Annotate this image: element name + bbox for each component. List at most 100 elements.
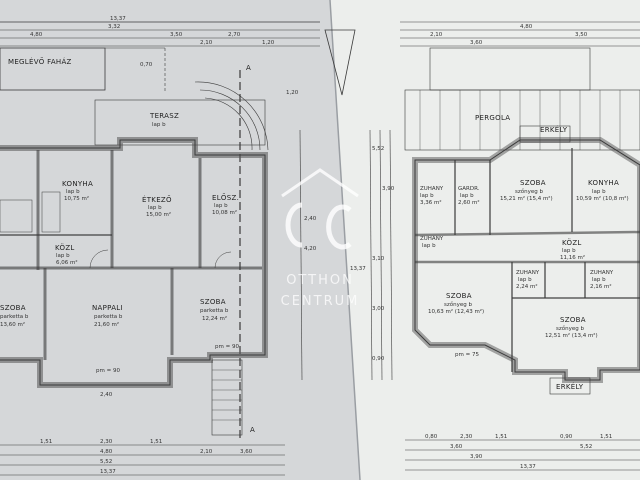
room-konyha-r-name: KONYHA	[588, 179, 619, 187]
room-kozl-r-name: KÖZL	[562, 238, 582, 247]
room-szoba-mid-name: SZOBA	[560, 316, 586, 324]
otthon-centrum-watermark: OTTHON CENTRUM	[281, 168, 360, 309]
room-eloszoba-area: 10,08 m²	[212, 209, 237, 216]
room-zuhany3-sub: lap b	[518, 277, 532, 283]
dim-top-3: 4,80	[30, 32, 43, 38]
dim-top-4: 3,50	[170, 32, 183, 38]
room-szoba-right-sub: parketta b	[200, 308, 229, 314]
room-zuhany1-area: 3,36 m²	[420, 199, 442, 206]
rdim-bottom-6: 3,60	[450, 444, 463, 450]
room-terasz-name: TERASZ	[149, 112, 179, 120]
room-szoba-left-r-name: SZOBA	[446, 292, 472, 300]
room-gardrob-sub: lap b	[460, 193, 474, 199]
dim-top-6: 2,10	[200, 40, 213, 46]
room-eloszoba-sub: lap b	[214, 203, 228, 209]
side-dim-3: 2,40	[304, 216, 317, 222]
dim-bottom-3: 1,51	[150, 439, 162, 445]
dim-bottom-7: 5,52	[100, 459, 112, 465]
room-kozl-area: 6,06 m²	[56, 259, 78, 266]
room-szoba-right-name: SZOBA	[200, 298, 226, 306]
room-szoba-top-name: SZOBA	[520, 179, 546, 187]
room-nappali-area: 21,60 m²	[94, 321, 119, 328]
room-zuhany1-sub: lap b	[420, 193, 434, 199]
room-kozl-sub: lap b	[56, 253, 70, 259]
room-gardrob-area: 2,60 m²	[458, 199, 480, 206]
rdim-bottom-3: 1,51	[495, 434, 507, 440]
section-a-top: A	[246, 64, 251, 72]
room-szoba-mid-sub: szőnyeg b	[556, 326, 584, 332]
section-a-bottom: A	[250, 426, 255, 434]
dim-bottom-4: 2,10	[200, 449, 213, 455]
room-szoba-left-name: SZOBA	[0, 304, 26, 312]
room-zuhany4-area: 2,16 m²	[590, 283, 612, 290]
dim-top-1: 13,37	[110, 16, 126, 22]
room-konyha-r-sub: lap b	[592, 189, 606, 195]
watermark-letter-o	[285, 202, 303, 248]
pm-right: pm = 90	[215, 344, 239, 350]
dim-bottom-6: 4,80	[100, 449, 113, 455]
side-dim-1: 5,52	[372, 146, 384, 152]
rdim-bottom-9: 13,37	[520, 464, 536, 470]
room-etkezo-name: ÉTKEZŐ	[142, 195, 172, 204]
room-szoba-top-area: 15,21 m² (15,4 m²)	[500, 195, 553, 202]
left-sheet-labels: 13,37 3,32 4,80 3,50 2,70 2,10 1,20 MEGL…	[0, 16, 299, 475]
rdim-top-4: 3,50	[575, 32, 588, 38]
dim-bottom-2: 2,30	[100, 439, 113, 445]
right-sheet-labels: 2,10 3,60 4,80 3,50 PERGOLA ERKÉLY ZUHAN…	[420, 24, 629, 470]
room-konyha-area: 10,75 m²	[64, 195, 89, 202]
rdim-bottom-1: 0,80	[425, 434, 438, 440]
left-sheet-paper	[0, 0, 360, 480]
room-szoba-left-area: 13,60 m²	[0, 321, 25, 328]
room-szoba-right-area: 12,24 m²	[202, 315, 227, 322]
dim-top-5: 2,70	[228, 32, 241, 38]
room-konyha-name: KONYHA	[62, 180, 93, 188]
room-etkezo-sub: lap b	[148, 205, 162, 211]
label-meglevo-fahaz: MEGLÉVŐ FAHÁZ	[8, 57, 72, 66]
dim-070: 0,70	[140, 62, 153, 68]
room-nappali-sub: parketta b	[94, 314, 123, 320]
side-dim-2: 3,90	[382, 186, 395, 192]
label-erkely-bottom: ERKÉLY	[556, 382, 584, 391]
side-dim-5: 3,10	[372, 256, 385, 262]
right-floor-plan	[400, 21, 640, 471]
room-zuhany3-name: ZUHANY	[516, 270, 540, 276]
rdim-bottom-4: 0,90	[560, 434, 573, 440]
room-zuhany3-area: 2,24 m²	[516, 283, 538, 290]
room-zuhany2-sub: lap b	[422, 243, 436, 249]
room-konyha-sub: lap b	[66, 189, 80, 195]
room-szoba-top-sub: szőnyeg b	[515, 189, 543, 195]
room-szoba-left-r-sub: szőnyeg b	[444, 302, 472, 308]
side-dim-6: 3,00	[372, 306, 385, 312]
dim-top-2: 3,32	[108, 24, 120, 30]
label-pergola: PERGOLA	[475, 114, 510, 122]
side-dim-8: 0,90	[372, 356, 385, 362]
rdim-top-2: 3,60	[470, 40, 483, 46]
room-eloszoba-name: ELŐSZ.	[212, 193, 239, 202]
right-sheet-paper	[330, 0, 640, 480]
sheet-fold	[329, 0, 361, 480]
room-kozl-name: KÖZL	[55, 243, 75, 252]
side-dim-4: 4,20	[304, 246, 317, 252]
room-zuhany4-sub: lap b	[592, 277, 606, 283]
room-szoba-left-sub: parketta b	[0, 314, 29, 320]
watermark-line2: CENTRUM	[281, 294, 360, 309]
dim-bottom-8: 13,37	[100, 469, 116, 475]
watermark-letter-c	[326, 204, 352, 250]
room-terasz-sub: lap b	[152, 122, 166, 128]
dim-bottom-1: 1,51	[40, 439, 52, 445]
dim-bottom-5: 3,60	[240, 449, 253, 455]
room-zuhany2-name: ZUHANY	[420, 236, 444, 242]
pm-r: pm = 75	[455, 352, 479, 358]
dim-240: 2,40	[100, 392, 113, 398]
side-dim-7: 13,37	[350, 266, 366, 272]
room-zuhany1-name: ZUHANY	[420, 186, 444, 192]
room-konyha-r-area: 10,59 m² (10,8 m²)	[576, 195, 629, 202]
dim-120: 1,20	[286, 90, 299, 96]
label-erkely-top: ERKÉLY	[540, 125, 568, 134]
room-gardrob-name: GARDR.	[458, 186, 480, 192]
rdim-bottom-7: 5,52	[580, 444, 592, 450]
left-floor-plan	[0, 21, 320, 476]
watermark-roof-icon	[281, 168, 359, 198]
rdim-top-3: 4,80	[520, 24, 533, 30]
room-zuhany4-name: ZUHANY	[590, 270, 614, 276]
